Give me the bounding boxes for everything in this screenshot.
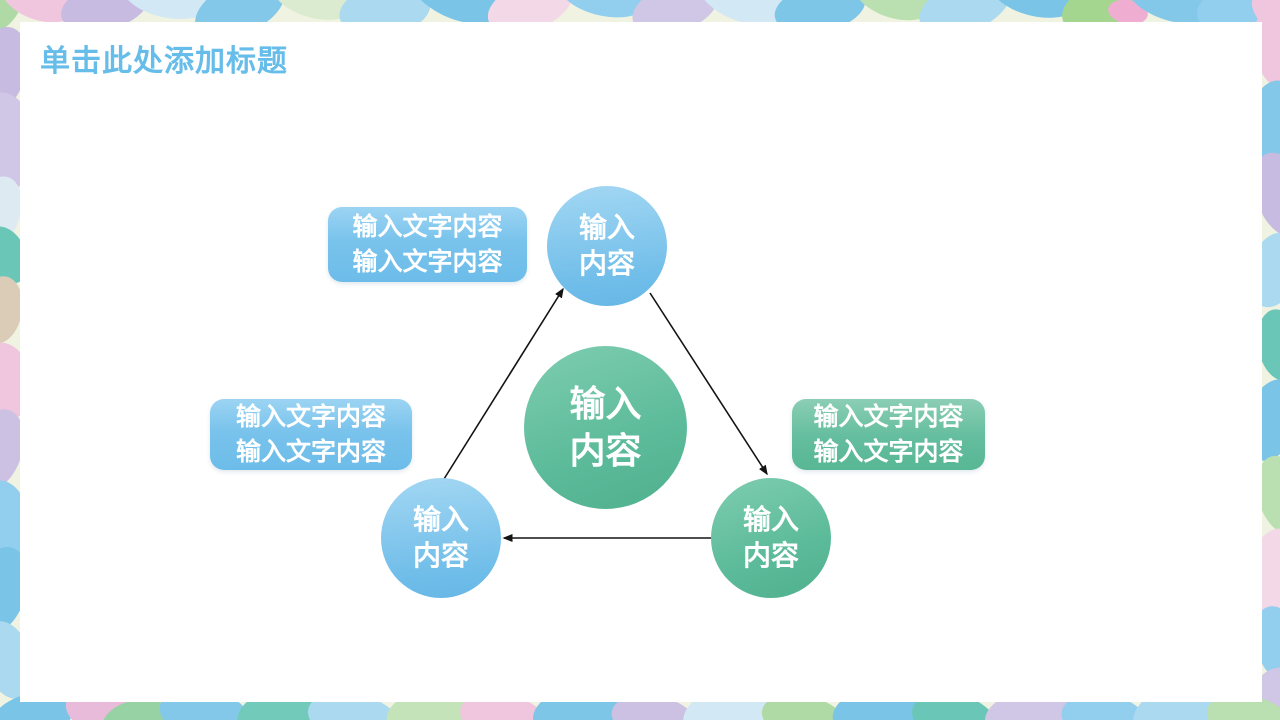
circle-label-line: 内容 <box>412 540 469 571</box>
label-box-line: 输入文字内容 <box>235 437 386 466</box>
label-box-line: 输入文字内容 <box>352 247 503 276</box>
circle-label-line: 输入 <box>569 382 642 424</box>
circle-label-line: 内容 <box>742 540 799 571</box>
label-box-line: 输入文字内容 <box>813 437 964 466</box>
circle-label-line: 输入 <box>578 212 635 244</box>
circle-label-line: 内容 <box>569 429 642 471</box>
label-box-middle-left[interactable]: 输入文字内容 输入文字内容 <box>210 399 412 470</box>
slide-title-placeholder[interactable]: 单击此处添加标题 <box>40 45 288 78</box>
diagram-circle-center[interactable]: 输入 内容 <box>524 346 687 509</box>
label-box-line: 输入文字内容 <box>235 403 386 431</box>
circle-label-line: 内容 <box>578 248 635 279</box>
diagram-circle-bottom-left[interactable]: 输入 内容 <box>381 478 501 598</box>
diagram-circle-top[interactable]: 输入 内容 <box>547 186 667 306</box>
label-box-line: 输入文字内容 <box>813 403 964 431</box>
circle-label-line: 输入 <box>742 504 799 536</box>
diagram-circle-bottom-right[interactable]: 输入 内容 <box>711 478 831 598</box>
label-box-top-left[interactable]: 输入文字内容 输入文字内容 <box>328 207 527 282</box>
label-box-line: 输入文字内容 <box>352 213 503 241</box>
circle-label-line: 输入 <box>412 504 469 536</box>
label-box-right[interactable]: 输入文字内容 输入文字内容 <box>792 399 985 470</box>
